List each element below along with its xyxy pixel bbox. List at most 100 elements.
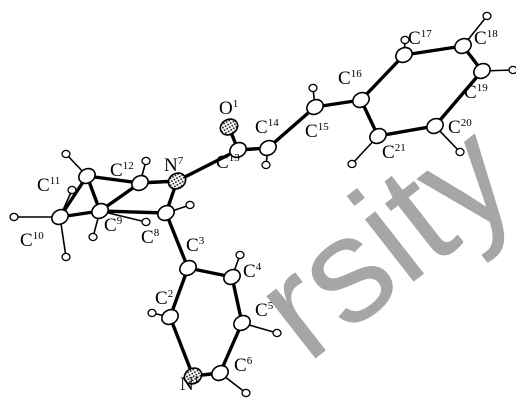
atom-element-symbol: C (382, 142, 395, 163)
atom-element-symbol: C (448, 117, 461, 138)
atom-label-c13: C13 (216, 152, 240, 173)
atom-element-symbol: C (234, 355, 247, 376)
bond-c14-c15 (266, 105, 317, 150)
atom-number: 2 (168, 288, 174, 300)
hydrogen-atom (61, 252, 71, 262)
atom-label-c14: C14 (255, 117, 279, 138)
atom-label-c10: C10 (20, 230, 44, 251)
hydrogen-atom (141, 156, 151, 166)
atom-element-symbol: C (186, 235, 199, 256)
atom-number: 14 (268, 117, 280, 129)
bond-c3-c2 (168, 266, 190, 319)
hydrogen-atom (241, 388, 251, 398)
atom-number: 19 (477, 82, 489, 94)
hydrogen-atom (88, 232, 98, 242)
atom-number: 7 (178, 155, 184, 167)
atom-c9 (91, 202, 109, 220)
atom-c10 (51, 208, 69, 226)
atom-label-o1: O1 (219, 98, 238, 119)
atom-element-symbol: C (338, 68, 351, 89)
bond-c9-c8 (98, 209, 168, 215)
hydrogen-atom (9, 212, 19, 222)
atom-c12 (131, 174, 149, 192)
atom-element-symbol: C (305, 121, 318, 142)
atom-number: 11 (50, 175, 61, 187)
atom-element-symbol: C (474, 28, 487, 49)
hydrogen-atom (482, 11, 492, 21)
atom-number: 21 (395, 142, 406, 154)
atom-element-symbol: C (104, 215, 117, 236)
atom-c2 (161, 308, 179, 326)
atom-element-symbol: C (155, 288, 168, 309)
atom-number: 5 (268, 300, 274, 312)
atom-label-c6: C6 (234, 355, 253, 376)
hydrogen-atom (308, 83, 318, 93)
atom-element-symbol: C (408, 28, 421, 49)
atom-label-c9: C9 (104, 215, 123, 236)
hydrogen-atom (147, 308, 157, 318)
atom-number: 13 (229, 152, 241, 164)
bond-c13-n7 (175, 148, 240, 183)
atom-n1 (183, 367, 203, 385)
atom-label-c11: C11 (37, 175, 60, 196)
atom-c11 (78, 167, 96, 185)
bond-c12-c11 (85, 174, 142, 185)
atom-number: 16 (351, 68, 363, 80)
atom-c17 (395, 46, 413, 64)
bond-n1-c2 (168, 315, 195, 378)
atom-c20 (426, 117, 444, 135)
atom-c14 (259, 139, 277, 157)
atom-o1 (219, 118, 239, 136)
atom-c3 (179, 259, 197, 277)
atom-label-c18: C18 (474, 28, 498, 49)
atom-element-symbol: C (20, 230, 33, 251)
bond-c19-c20 (433, 69, 484, 128)
atom-label-c17: C17 (408, 28, 432, 49)
bond-c17-c18 (402, 44, 465, 57)
atom-number: 3 (199, 235, 205, 247)
atom-label-c20: C20 (448, 117, 472, 138)
atom-c16 (352, 91, 370, 109)
atom-c13 (229, 141, 247, 159)
atom-label-n1: N1 (180, 374, 199, 395)
atom-c4 (223, 268, 241, 286)
atom-layer (51, 37, 491, 385)
hydrogen-atom (185, 200, 195, 210)
atom-label-c15: C15 (305, 121, 329, 142)
atom-element-symbol: C (37, 175, 50, 196)
atom-n7 (167, 172, 187, 190)
atom-label-c4: C4 (243, 261, 262, 282)
atom-element-symbol: C (243, 261, 256, 282)
hydrogen-atom (508, 65, 516, 75)
atom-label-c8: C8 (141, 227, 160, 248)
atom-c15 (306, 98, 324, 116)
atom-number: 15 (318, 121, 330, 133)
hydrogen-atom (67, 185, 77, 195)
hydrogen-atom (347, 159, 357, 169)
hydrogen-atom (141, 217, 151, 227)
bond-c16-c17 (359, 53, 406, 102)
atom-element-symbol: N (164, 155, 178, 176)
atom-number: 17 (421, 28, 433, 40)
atom-number: 6 (247, 355, 253, 367)
atom-c6 (211, 364, 229, 382)
atom-element-symbol: C (216, 152, 229, 173)
atom-number: 20 (461, 117, 473, 129)
atom-c21 (369, 127, 387, 145)
atom-element-symbol: C (141, 227, 154, 248)
hydrogen-atom (400, 35, 410, 45)
atom-element-symbol: O (219, 98, 233, 119)
atom-element-symbol: C (110, 160, 123, 181)
atom-c18 (454, 37, 472, 55)
atom-number: 10 (33, 230, 45, 242)
hydrogen-atom (61, 149, 71, 159)
atom-number: 1 (194, 374, 200, 386)
hydrogen-atom (455, 147, 465, 157)
atom-label-c2: C2 (155, 288, 173, 309)
atom-c8 (157, 204, 175, 222)
atom-number: 9 (117, 215, 123, 227)
atom-element-symbol: C (255, 300, 268, 321)
bond-c20-c21 (376, 124, 437, 138)
hydrogen-atom (261, 160, 271, 170)
